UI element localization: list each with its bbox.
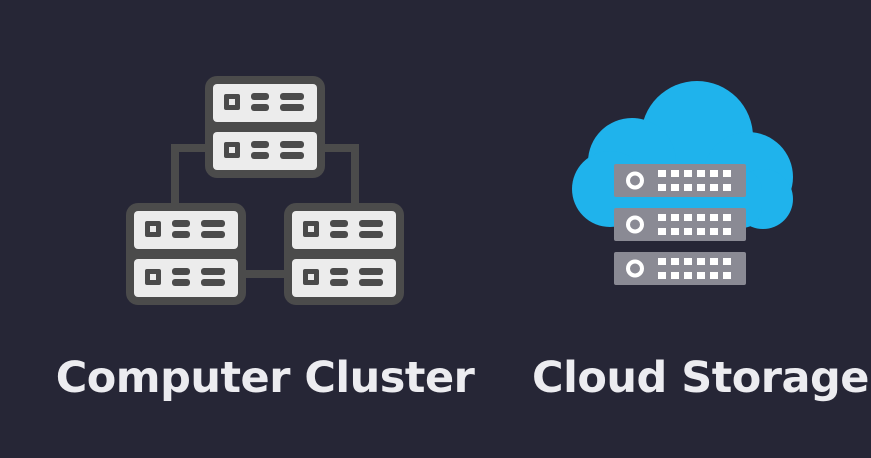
connector-right xyxy=(320,144,359,210)
connector-left xyxy=(171,144,209,210)
computer-cluster-label: Computer Cluster xyxy=(55,353,475,403)
cloud-icon xyxy=(572,81,793,229)
server-stack-left xyxy=(126,203,246,305)
cloud-storage-label: Cloud Storage xyxy=(532,353,869,403)
server-stack-right xyxy=(284,203,404,305)
server-stack-top xyxy=(205,76,325,178)
cluster-connectors xyxy=(171,144,359,278)
storage-rack xyxy=(614,164,746,285)
